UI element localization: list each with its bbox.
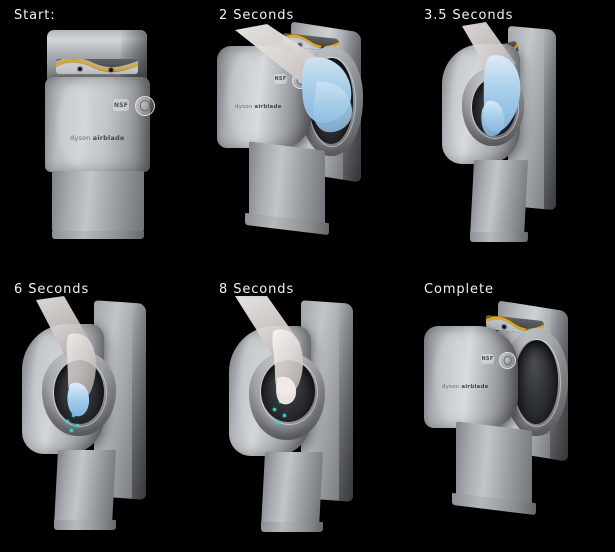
air-blade-slot — [56, 59, 138, 74]
panel-label-6-seconds: 6 Seconds — [14, 282, 90, 297]
dryer-front-cowl: NSF dyson airblade — [424, 326, 518, 428]
aperture-rim-highlight — [471, 77, 519, 139]
nsf-badge: NSF — [481, 354, 494, 364]
panel-label-start: Start: — [14, 8, 56, 23]
water-droplet — [76, 424, 79, 427]
water-droplet — [273, 408, 276, 411]
nsf-badge: NSF — [113, 99, 129, 111]
sequence-panel-6-seconds: 6 Seconds — [0, 274, 205, 548]
model-name: airblade — [461, 384, 489, 390]
brand-label: dyson airblade — [235, 104, 282, 110]
dryer-pedestal — [52, 171, 144, 233]
sequence-panel-3-5-seconds: 3.5 Seconds — [410, 0, 615, 274]
dryer-render-6-seconds — [0, 296, 205, 548]
aperture-rim-highlight — [53, 359, 107, 427]
water-droplet — [276, 421, 279, 424]
hepa-filter-icon — [292, 72, 309, 89]
hepa-glyph — [503, 355, 512, 366]
water-droplet — [66, 420, 69, 423]
hepa-filter-icon — [499, 352, 516, 369]
brand-name: dyson — [442, 384, 460, 390]
dryer-pedestal — [469, 160, 529, 238]
dryer-render-2-seconds: NSF dyson airblade — [205, 21, 410, 274]
hepa-glyph — [296, 75, 305, 86]
aperture-rim-highlight — [308, 57, 356, 147]
nsf-badge: NSF — [274, 74, 287, 84]
dryer-render-3-5-seconds — [410, 22, 615, 274]
air-blade-wave-icon — [56, 59, 138, 74]
model-name: airblade — [254, 104, 282, 110]
hepa-glyph — [139, 100, 151, 112]
rear-body-shading — [543, 29, 556, 211]
cowl-gloss-highlight — [57, 82, 94, 167]
dryer-foot — [470, 232, 528, 242]
brand-name: dyson — [70, 134, 91, 142]
dryer-foot — [261, 522, 323, 532]
cowl-gloss-highlight — [435, 332, 468, 422]
water-droplet — [283, 414, 286, 417]
dryer-pedestal — [261, 452, 323, 528]
brand-name: dyson — [235, 104, 253, 110]
brand-label: dyson airblade — [70, 134, 125, 142]
cylinder-shading — [121, 30, 147, 82]
water-droplet — [70, 429, 73, 432]
sequence-panel-2-seconds: 2 Seconds NSF — [205, 0, 410, 274]
aperture-rim-highlight — [513, 339, 561, 427]
sequence-panel-complete: Complete NSF — [410, 274, 615, 548]
sequence-panel-start: Start: NSF — [0, 0, 205, 274]
rear-body-shading — [132, 302, 146, 500]
dryer-top-cylinder — [47, 30, 147, 82]
water-droplet — [72, 414, 75, 417]
air-stream — [271, 40, 311, 56]
dryer-foot — [52, 231, 144, 239]
dryer-render-complete: NSF dyson airblade — [410, 296, 615, 548]
model-name: airblade — [92, 134, 125, 142]
dryer-pedestal — [54, 450, 116, 526]
panel-label-2-seconds: 2 Seconds — [219, 8, 295, 23]
dryer-front-cowl: NSF dyson airblade — [45, 77, 155, 172]
sensor-dot-left — [502, 324, 507, 330]
cowl-gloss-highlight — [228, 52, 261, 142]
panel-label-complete: Complete — [424, 282, 494, 297]
dryer-render-8-seconds — [205, 296, 410, 548]
panel-label-3-5-seconds: 3.5 Seconds — [424, 8, 514, 23]
brand-label: dyson airblade — [442, 384, 489, 390]
dryer-front-cowl: NSF dyson airblade — [217, 46, 311, 148]
sequence-panel-8-seconds: 8 Seconds — [205, 274, 410, 548]
hepa-filter-icon — [135, 96, 155, 116]
rear-body-shading — [339, 302, 353, 502]
sensor-dot-right — [109, 68, 113, 72]
aperture-rim-highlight — [260, 359, 318, 425]
sensor-dot-left — [78, 67, 82, 71]
dryer-foot — [54, 520, 116, 530]
panel-label-8-seconds: 8 Seconds — [219, 282, 295, 297]
water-droplet — [279, 400, 282, 403]
dryer-render-start: NSF dyson airblade — [0, 22, 205, 274]
